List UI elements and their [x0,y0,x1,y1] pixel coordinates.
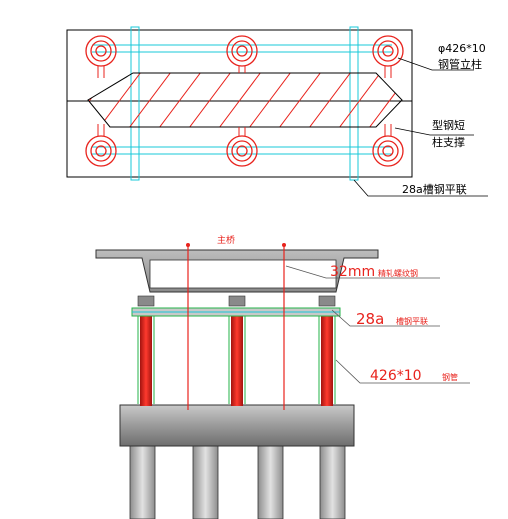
pipe-circle [226,135,258,167]
pipe-connectors [97,66,392,136]
pipe-size-label: 426*10 [370,368,422,384]
pipe-column [231,316,243,406]
elevation-leaders [285,265,470,384]
vertical-bracing [130,26,359,181]
pipe-circle [372,135,404,167]
pier [319,443,346,519]
steel-pipe-columns-plan [85,35,404,167]
pier-cap [119,404,355,447]
threaded-bar-size-label: 32mm [330,264,375,280]
elevation-view: 主桥 32mm 精轧螺纹钢 28a 槽钢平联 426*10 钢管 [95,234,470,519]
pipe-circle [372,35,404,67]
bearing-blocks [137,295,336,307]
channel-name-label: 槽钢平联 [396,316,428,326]
pipe-name-label: 钢管 [442,372,458,382]
channel-bracing-label: 28a槽钢平联 [402,183,467,196]
pier-columns [129,443,346,519]
pipe-circle [85,35,117,67]
pier [129,443,156,519]
pipe-circle [85,135,117,167]
box-girder-cell [149,259,337,289]
threaded-bar-name-label: 精轧螺纹钢 [378,268,418,278]
pipe-column [140,316,152,406]
axis-markers [186,243,286,247]
pipe-circle [226,35,258,67]
pipe-column [321,316,333,406]
steel-pipe-columns-elevation [137,316,336,406]
steel-pipe-size-label: φ426*10 [438,42,486,55]
threaded-bars [187,244,285,410]
plan-leaders [353,57,488,197]
plan-outline [66,29,413,178]
pier [257,443,284,519]
channel-bracing-beam [131,307,341,317]
plan-view: φ426*10 钢管立柱 型钢短 柱支撑 28a槽钢平联 [66,26,488,197]
short-column-label-1: 型钢短 [432,118,465,132]
horizontal-ties [92,44,392,155]
steel-pipe-name-label: 钢管立柱 [438,57,482,71]
short-column-support [87,72,403,128]
channel-size-label: 28a [356,310,384,328]
pier [192,443,219,519]
main-bridge-label: 主桥 [217,234,235,246]
short-column-label-2: 柱支撑 [432,135,465,149]
